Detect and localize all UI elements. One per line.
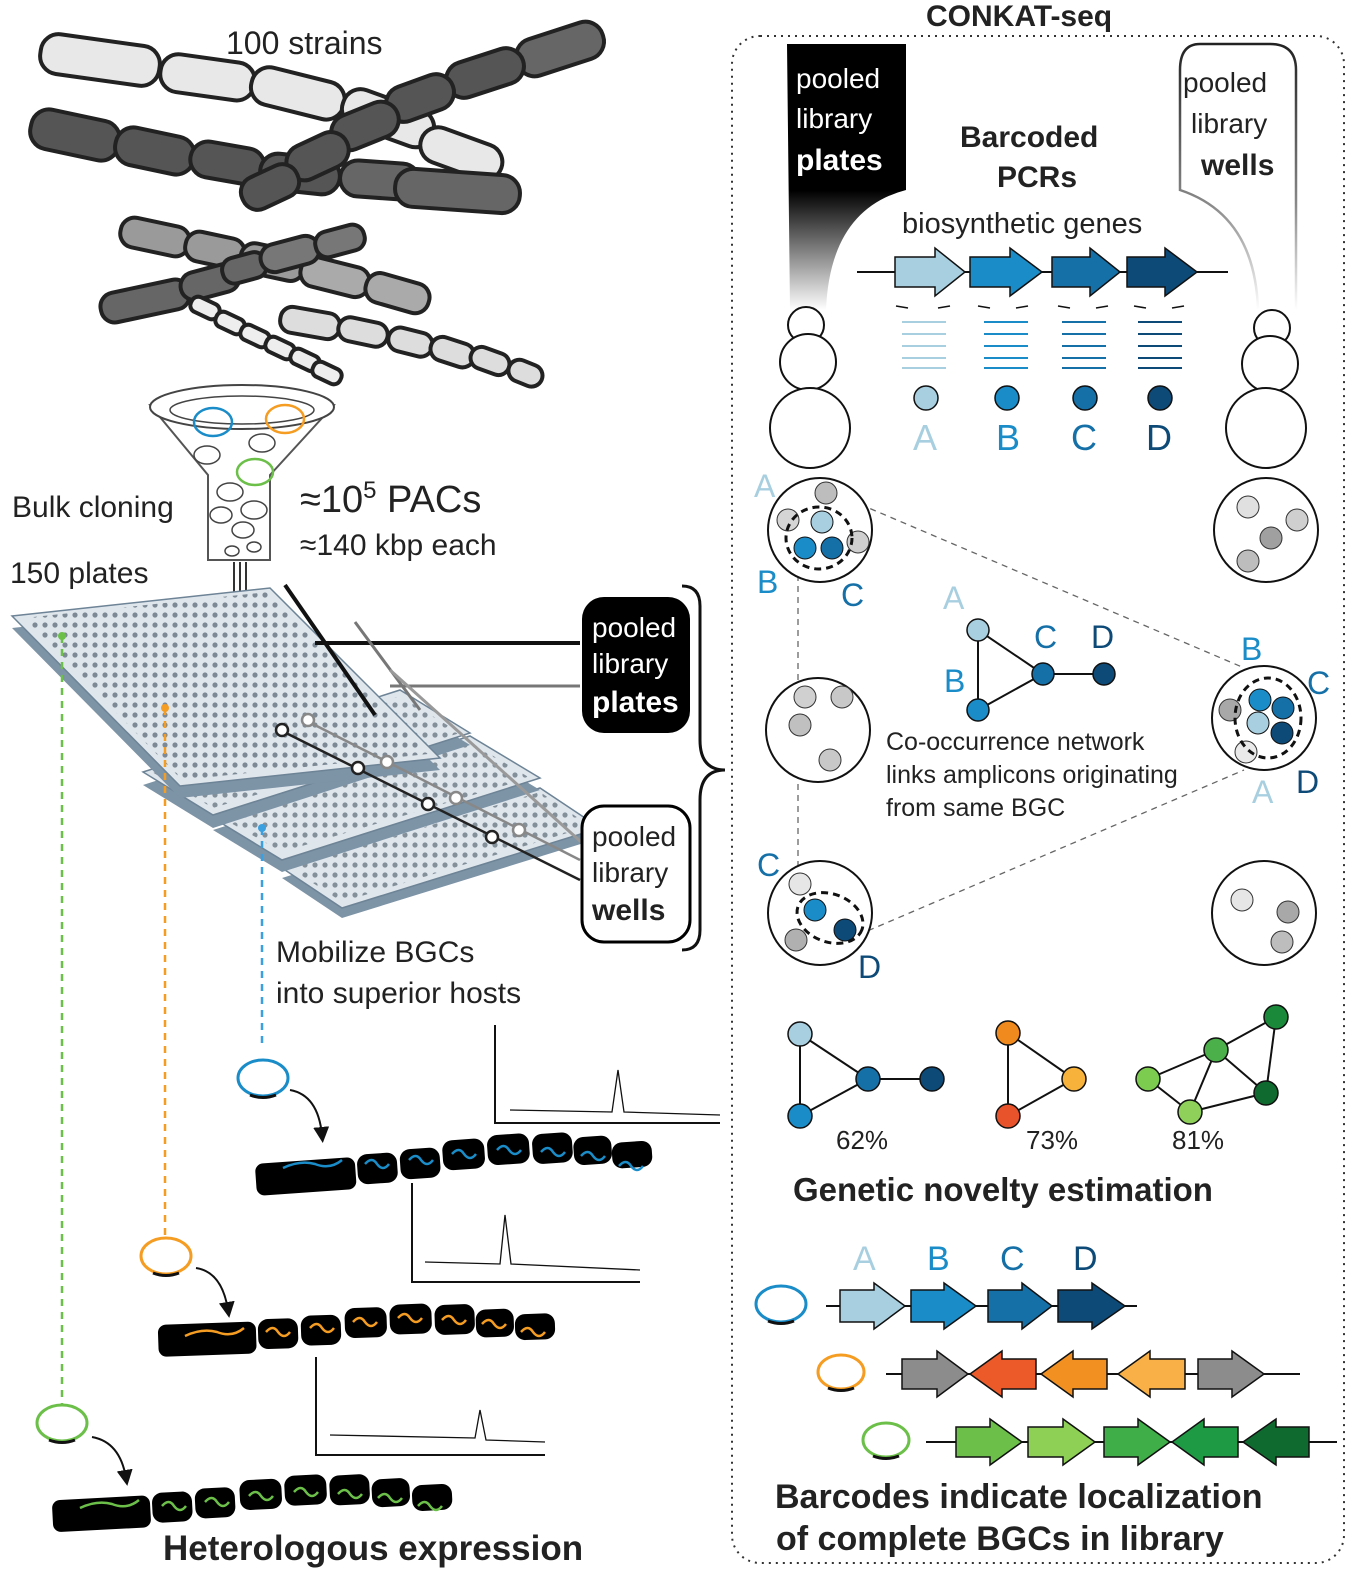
pacs-size: ≈140 kbp each — [300, 529, 497, 562]
amplicon-label-a: A — [913, 417, 937, 458]
biosynthetic-genes-label: biosynthetic genes — [902, 208, 1142, 240]
svg-text:C: C — [757, 847, 780, 883]
svg-text:B: B — [757, 564, 778, 600]
svg-text:C: C — [841, 577, 864, 613]
heterologous-expression-title: Heterologous expression — [163, 1529, 583, 1568]
funnel-illustration — [148, 384, 336, 598]
cooccurrence-network — [966, 618, 1116, 722]
well-bottom-left — [767, 860, 873, 966]
well-top-left — [767, 477, 873, 583]
well-mid-left — [765, 677, 871, 783]
novelty-network-3 — [1135, 1004, 1289, 1125]
svg-text:A: A — [853, 1240, 876, 1278]
svg-text:pooled: pooled — [592, 821, 676, 852]
novelty-network-2 — [995, 1020, 1087, 1129]
novelty-title: Genetic novelty estimation — [793, 1171, 1213, 1208]
plates-count: 150 plates — [10, 557, 148, 590]
svg-text:pooled: pooled — [592, 612, 676, 643]
svg-text:C: C — [1307, 665, 1330, 701]
amplicon-label-d: D — [1146, 417, 1172, 458]
bulk-cloning-label: Bulk cloning — [12, 491, 174, 524]
amplicon-label-b: B — [996, 417, 1020, 458]
panel-pooled-wells-tag: pooled library wells — [1178, 42, 1298, 311]
primers — [895, 305, 1185, 309]
svg-text:B: B — [1241, 631, 1262, 667]
barcodes-title-1: Barcodes indicate localization — [775, 1478, 1262, 1516]
right-bubbles — [1225, 309, 1307, 469]
host-orange — [139, 1236, 556, 1357]
chromatograms — [315, 1025, 721, 1456]
well-bottom-right — [1211, 860, 1317, 966]
svg-text:B: B — [927, 1240, 950, 1278]
svg-text:D: D — [858, 949, 881, 985]
mobilize-line2: into superior hosts — [276, 977, 521, 1010]
barcoded-line2: PCRs — [997, 161, 1077, 194]
amplicon-label-c: C — [1071, 417, 1097, 458]
gene-cluster-top — [857, 246, 1228, 298]
svg-text:A: A — [754, 468, 776, 504]
well-mid-right — [1211, 665, 1317, 771]
svg-text:wells: wells — [591, 894, 665, 927]
svg-text:library: library — [796, 103, 872, 134]
barcodes-title-2: of complete BGCs in library — [776, 1520, 1224, 1558]
plates-stack — [10, 583, 602, 918]
strains-illustration: 100 strains — [28, 19, 606, 389]
svg-text:library: library — [592, 857, 668, 888]
svg-text:A: A — [1252, 774, 1274, 810]
amplicon-lines — [902, 321, 1182, 369]
cluster-orange — [816, 1349, 1300, 1399]
pooled-plates-box: pooled library plates — [582, 597, 690, 733]
svg-text:plates: plates — [592, 686, 679, 719]
host-blue — [236, 1058, 653, 1196]
svg-text:plates: plates — [796, 144, 883, 177]
mobilize-line1: Mobilize BGCs — [276, 936, 474, 969]
conkat-title: CONKAT-seq — [926, 0, 1112, 33]
network-text-3: from same BGC — [886, 794, 1065, 822]
cluster-blue — [754, 1281, 1137, 1331]
novelty-percent-1: 62% — [836, 1125, 888, 1155]
pooled-wells-box: pooled library wells — [580, 804, 692, 944]
panel-pooled-plates-tag: pooled library plates — [787, 44, 906, 310]
well-top-right — [1213, 477, 1319, 583]
svg-text:D: D — [1073, 1240, 1098, 1278]
network-text-2: links amplicons originating — [886, 761, 1178, 789]
amplicon-dots — [913, 385, 1173, 411]
left-bubbles — [769, 306, 851, 469]
novelty-percent-2: 73% — [1026, 1125, 1078, 1155]
host-green — [35, 1403, 453, 1532]
barcoded-line1: Barcoded — [960, 121, 1098, 154]
strains-label: 100 strains — [226, 25, 383, 61]
svg-text:C: C — [1034, 619, 1057, 655]
svg-text:C: C — [1000, 1240, 1025, 1278]
svg-text:D: D — [1296, 764, 1319, 800]
svg-text:B: B — [944, 663, 965, 699]
svg-text:pooled: pooled — [1183, 67, 1267, 98]
svg-text:library: library — [592, 648, 668, 679]
novelty-percent-3: 81% — [1172, 1125, 1224, 1155]
svg-text:wells: wells — [1200, 149, 1274, 182]
svg-text:library: library — [1191, 108, 1267, 139]
novelty-network-1 — [787, 1021, 945, 1129]
svg-text:A: A — [943, 580, 965, 616]
network-text-1: Co-occurrence network — [886, 728, 1145, 756]
svg-text:pooled: pooled — [796, 63, 880, 94]
cluster-green — [861, 1417, 1337, 1467]
pacs-count: ≈105 PACs — [300, 477, 481, 521]
brace-shape — [681, 584, 726, 952]
svg-text:D: D — [1091, 619, 1114, 655]
